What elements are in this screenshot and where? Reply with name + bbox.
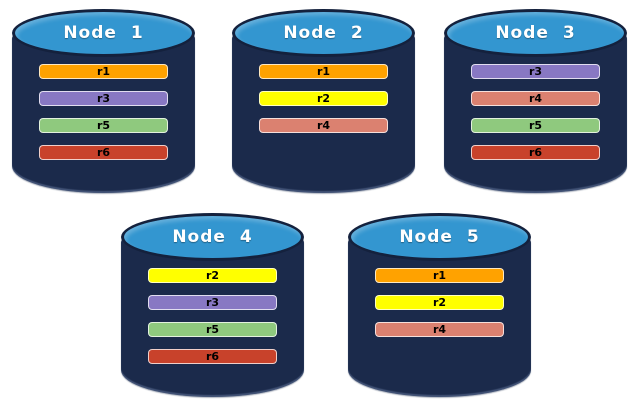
replica-bar: r4: [375, 322, 504, 337]
replica-bar: r1: [39, 64, 168, 79]
database-cylinder-body: [12, 33, 195, 193]
node-5-cylinder: Node 5 r1 r2 r4: [348, 213, 531, 397]
replica-bar-list: r1 r3 r5 r6: [12, 64, 195, 160]
replica-bar: r6: [471, 145, 600, 160]
replica-bar-list: r1 r2 r4: [348, 268, 531, 337]
replica-bar: r5: [471, 118, 600, 133]
node-3-cylinder: Node 3 r3 r4 r5 r6: [444, 9, 627, 193]
replica-bar-list: r3 r4 r5 r6: [444, 64, 627, 160]
replica-bar: r4: [259, 118, 388, 133]
replica-bar: r6: [148, 349, 277, 364]
replica-bar: r2: [148, 268, 277, 283]
node-title: Node 3: [495, 23, 576, 43]
database-cylinder-body: [121, 237, 304, 397]
replica-bar: r6: [39, 145, 168, 160]
replica-bar-list: r1 r2 r4: [232, 64, 415, 133]
replica-bar: r3: [39, 91, 168, 106]
database-cylinder-top: Node 2: [232, 9, 415, 57]
replica-bar: r1: [375, 268, 504, 283]
node-title: Node 1: [63, 23, 144, 43]
node-title: Node 2: [283, 23, 364, 43]
replica-bar: r2: [259, 91, 388, 106]
node-title: Node 4: [172, 227, 253, 247]
node-title: Node 5: [399, 227, 480, 247]
replica-bar: r3: [148, 295, 277, 310]
database-cylinder-body: [444, 33, 627, 193]
replica-bar: r5: [148, 322, 277, 337]
node-1-cylinder: Node 1 r1 r3 r5 r6: [12, 9, 195, 193]
replica-bar: r1: [259, 64, 388, 79]
database-cylinder-body: [232, 33, 415, 193]
replica-bar: r3: [471, 64, 600, 79]
node-2-cylinder: Node 2 r1 r2 r4: [232, 9, 415, 193]
database-cylinder-body: [348, 237, 531, 397]
database-cylinder-top: Node 1: [12, 9, 195, 57]
database-cylinder-top: Node 5: [348, 213, 531, 261]
replica-bar-list: r2 r3 r5 r6: [121, 268, 304, 364]
database-cylinder-top: Node 4: [121, 213, 304, 261]
replica-bar: r4: [471, 91, 600, 106]
node-4-cylinder: Node 4 r2 r3 r5 r6: [121, 213, 304, 397]
replica-bar: r5: [39, 118, 168, 133]
database-cylinder-top: Node 3: [444, 9, 627, 57]
replica-bar: r2: [375, 295, 504, 310]
